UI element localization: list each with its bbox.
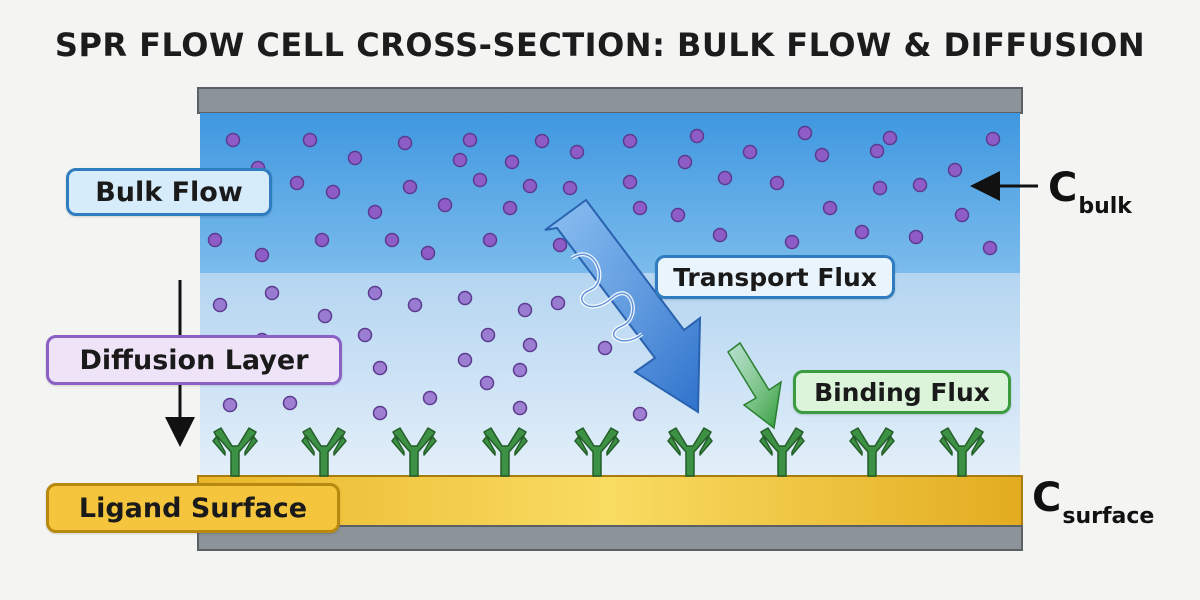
analyte-molecule-icon	[254, 247, 270, 263]
antibody-y-icon	[574, 427, 620, 477]
analyte-molecule-icon	[479, 375, 495, 391]
analyte-molecule-icon	[814, 147, 830, 163]
analyte-molecule-icon	[452, 152, 468, 168]
analyte-molecule-icon	[985, 131, 1001, 147]
analyte-molecule-icon	[872, 180, 888, 196]
analyte-molecule-icon	[632, 200, 648, 216]
antibody-y-icon	[939, 427, 985, 477]
analyte-molecule-icon	[908, 229, 924, 245]
transport-flux-arrow	[544, 198, 702, 414]
analyte-molecule-icon	[502, 200, 518, 216]
analyte-molecules	[207, 125, 1001, 422]
analyte-molecule-icon	[552, 237, 568, 253]
antibody-y-icon	[212, 427, 258, 477]
analyte-molecule-icon	[372, 405, 388, 421]
analyte-molecule-icon	[397, 135, 413, 151]
antibody-y-icon	[849, 427, 895, 477]
analyte-molecule-icon	[717, 170, 733, 186]
analyte-molecule-icon	[912, 177, 928, 193]
analyte-molecule-icon	[282, 395, 298, 411]
analyte-molecule-icon	[367, 285, 383, 301]
analyte-molecule-icon	[462, 132, 478, 148]
analyte-molecule-icon	[569, 144, 585, 160]
c-bulk-subscript: bulk	[1078, 194, 1132, 219]
analyte-molecule-icon	[384, 232, 400, 248]
c-surface-symbol: C	[1032, 475, 1062, 521]
analyte-molecule-icon	[517, 302, 533, 318]
analyte-molecule-icon	[869, 143, 885, 159]
analyte-molecule-icon	[207, 232, 223, 248]
analyte-molecule-icon	[632, 406, 648, 422]
analyte-molecule-icon	[769, 175, 785, 191]
analyte-molecule-icon	[504, 154, 520, 170]
c-bulk-symbol: C	[1048, 165, 1078, 211]
analyte-molecule-icon	[954, 207, 970, 223]
analyte-molecule-icon	[457, 352, 473, 368]
analyte-molecule-icon	[677, 154, 693, 170]
analyte-molecule-icon	[797, 125, 813, 141]
analyte-molecule-icon	[367, 204, 383, 220]
analyte-molecule-icon	[472, 172, 488, 188]
c-surface-label: Csurface	[1032, 475, 1154, 528]
analyte-molecule-icon	[522, 337, 538, 353]
analyte-molecule-icon	[317, 308, 333, 324]
analyte-molecule-icon	[212, 297, 228, 313]
analyte-molecule-icon	[420, 245, 436, 261]
analyte-molecule-icon	[482, 232, 498, 248]
analyte-molecule-icon	[550, 295, 566, 311]
analyte-molecule-icon	[670, 207, 686, 223]
antibody-y-icon	[759, 427, 805, 477]
analyte-molecule-icon	[457, 290, 473, 306]
c-bulk-label: Cbulk	[1048, 165, 1132, 218]
antibody-y-icon	[667, 427, 713, 477]
analyte-molecule-icon	[302, 132, 318, 148]
analyte-molecule-icon	[562, 180, 578, 196]
binding-flux-arrow	[727, 341, 782, 430]
analyte-molecule-icon	[689, 128, 705, 144]
c-surface-subscript: surface	[1062, 504, 1155, 529]
analyte-molecule-icon	[289, 175, 305, 191]
antibody-y-icon	[391, 427, 437, 477]
analyte-molecule-icon	[712, 227, 728, 243]
page-title: SPR FLOW CELL CROSS-SECTION: BULK FLOW &…	[54, 26, 1146, 64]
analyte-molecule-icon	[314, 232, 330, 248]
analyte-molecule-icon	[437, 197, 453, 213]
analyte-molecule-icon	[222, 397, 238, 413]
analyte-molecule-icon	[522, 178, 538, 194]
analyte-molecule-icon	[947, 162, 963, 178]
analyte-molecule-icon	[422, 390, 438, 406]
antibody-y-icon	[301, 427, 347, 477]
ligand-surface-label: Ligand Surface	[46, 483, 340, 533]
analyte-molecule-icon	[882, 130, 898, 146]
analyte-molecule-icon	[402, 179, 418, 195]
analyte-molecule-icon	[784, 234, 800, 250]
analyte-molecule-icon	[622, 133, 638, 149]
analyte-molecule-icon	[742, 144, 758, 160]
analyte-molecule-icon	[347, 150, 363, 166]
analyte-molecule-icon	[982, 240, 998, 256]
analyte-molecule-icon	[854, 224, 870, 240]
analyte-molecule-icon	[225, 132, 241, 148]
analyte-molecule-icon	[407, 297, 423, 313]
analyte-molecule-icon	[597, 340, 613, 356]
analyte-molecule-icon	[264, 285, 280, 301]
analyte-molecule-icon	[480, 327, 496, 343]
analyte-molecule-icon	[512, 400, 528, 416]
antibody-y-icon	[482, 427, 528, 477]
ligand-antibodies	[212, 427, 985, 477]
transport-flux-label: Transport Flux	[655, 255, 895, 299]
analyte-molecule-icon	[534, 133, 550, 149]
top-wall	[197, 87, 1023, 114]
bulk-flow-label: Bulk Flow	[66, 168, 272, 216]
analyte-molecule-icon	[822, 200, 838, 216]
analyte-molecule-icon	[357, 327, 373, 343]
diffusion-layer-label: Diffusion Layer	[46, 335, 342, 385]
analyte-molecule-icon	[325, 184, 341, 200]
analyte-molecule-icon	[372, 360, 388, 376]
analyte-molecule-icon	[622, 174, 638, 190]
analyte-molecule-icon	[512, 362, 528, 378]
binding-flux-label: Binding Flux	[793, 370, 1011, 414]
